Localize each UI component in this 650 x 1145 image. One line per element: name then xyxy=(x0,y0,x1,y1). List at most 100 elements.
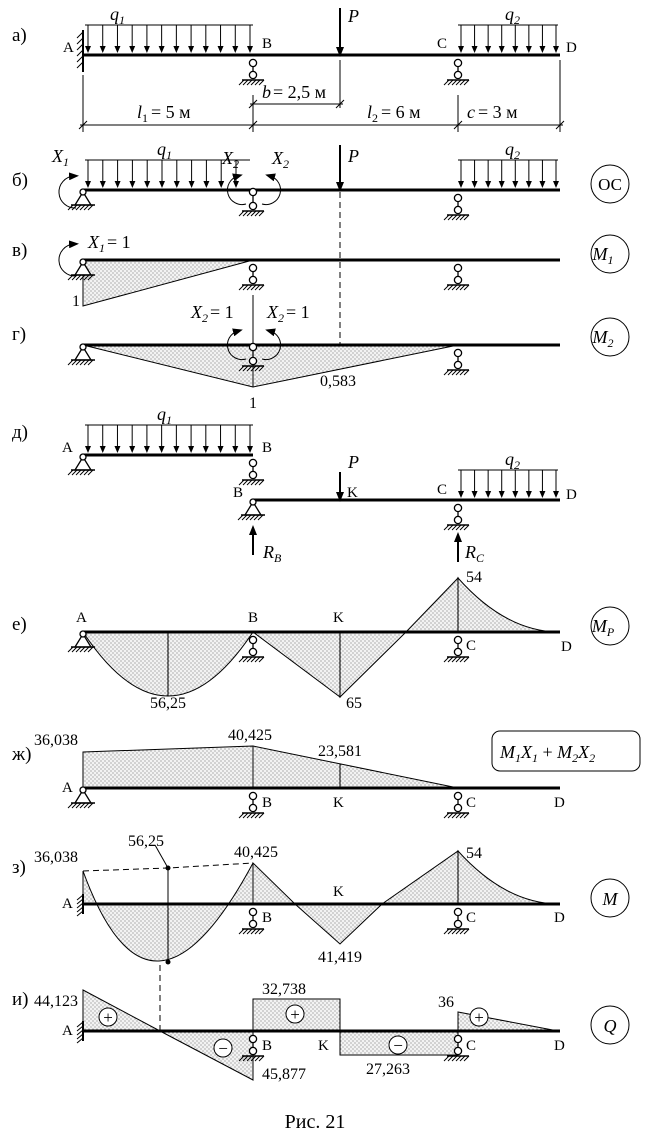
label-q2-b: q2 xyxy=(505,139,520,162)
value-zh-a: 36,038 xyxy=(34,732,78,749)
badge-m-text: M xyxy=(602,889,619,909)
value-m-k: 41,419 xyxy=(318,949,362,966)
load-arrowhead xyxy=(159,181,165,188)
label-c-e: C xyxy=(466,638,476,654)
load-arrowhead xyxy=(217,46,224,53)
roller-support-c-b xyxy=(443,193,470,221)
label-d-zh: D xyxy=(554,795,565,811)
load-arrowhead xyxy=(525,491,532,498)
badge-mp-text: MP xyxy=(591,616,615,639)
load-arrowhead xyxy=(217,446,224,453)
panel-a: а) P q1 q2 A B C D xyxy=(12,4,577,132)
q-diagram-neg-b xyxy=(159,1030,254,1081)
hinge-support-b-g xyxy=(238,342,265,372)
badge-combo xyxy=(491,730,641,772)
load-arrowhead xyxy=(203,181,210,188)
value-q-c: 36 xyxy=(438,994,454,1011)
figure-caption: Рис. 21 xyxy=(285,1111,346,1133)
load-arrowhead xyxy=(144,181,151,188)
load-arrowhead xyxy=(114,181,121,188)
load-q1-a xyxy=(85,24,253,53)
label-c-i: C xyxy=(466,1038,476,1054)
load-arrowhead xyxy=(232,46,239,53)
label-d-a: D xyxy=(566,40,577,56)
moment-x2-right-b xyxy=(261,173,282,206)
badge-m2 xyxy=(590,317,630,357)
mp-diagram-cd xyxy=(457,576,559,633)
label-p-d: P xyxy=(347,452,359,472)
load-q1-d xyxy=(85,424,253,453)
load-arrowhead xyxy=(553,491,559,498)
load-arrowhead xyxy=(158,46,165,53)
label-x1-b: X1 xyxy=(51,146,69,169)
roller-support-b-a xyxy=(238,58,265,86)
combo-diagram xyxy=(82,745,459,789)
label-c-a: C xyxy=(437,36,447,52)
panel-z: з) 36,038 56,25 40,425 41,419 54 A B K C… xyxy=(12,833,630,966)
panel-v: в) X1= 1 1 M1 xyxy=(12,232,630,310)
load-arrowhead xyxy=(471,46,478,53)
label-x2-eq-right: X2= 1 xyxy=(266,302,310,325)
roller-support-b-zh xyxy=(238,791,265,819)
load-arrowhead xyxy=(512,491,519,498)
dim-l1: l1= 5 м xyxy=(137,102,191,125)
label-b-d: B xyxy=(262,440,272,456)
load-arrowhead xyxy=(458,181,464,188)
m-diagram-b-zero xyxy=(252,861,297,905)
label-d-e: D xyxy=(561,639,572,655)
load-arrowhead xyxy=(188,181,195,188)
sign-plus-a: + xyxy=(98,1007,118,1027)
load-arrowhead xyxy=(512,46,519,53)
panel-d: д) q1 A B P q2 B K C D RB RC xyxy=(12,404,577,565)
load-arrowhead xyxy=(498,181,505,188)
label-p-a: P xyxy=(347,6,359,26)
value-zh-k: 23,581 xyxy=(318,743,362,760)
wall-hatch-a xyxy=(76,31,84,69)
load-arrowhead xyxy=(233,181,239,188)
value-m2-one: 1 xyxy=(249,395,257,412)
label-b-i: B xyxy=(262,1038,272,1054)
label-x2-left-b: X2 xyxy=(221,148,239,171)
load-arrowhead xyxy=(458,46,464,53)
label-k-z: K xyxy=(333,884,344,900)
load-arrowhead xyxy=(553,181,559,188)
label-k-d: K xyxy=(347,485,358,501)
panel-label-i: и) xyxy=(12,989,29,1010)
load-arrowhead xyxy=(158,446,165,453)
load-arrowhead xyxy=(99,181,106,188)
badge-m2-text: M2 xyxy=(592,327,614,350)
m-point-bottom xyxy=(165,959,171,965)
panel-i: и) 44,123 45,877 32,738 27,263 36 + − + … xyxy=(12,981,630,1083)
badge-m1 xyxy=(590,234,630,274)
load-arrowhead xyxy=(458,491,464,498)
pin-support-a-v xyxy=(67,258,95,281)
svg-text:−: − xyxy=(218,1039,228,1058)
load-q1-b xyxy=(85,159,250,188)
value-q-a: 44,123 xyxy=(34,993,78,1010)
load-arrowhead xyxy=(525,181,532,188)
value-m-mid: 56,25 xyxy=(128,833,164,850)
label-b-e: B xyxy=(248,610,258,626)
hinge-support-b-b xyxy=(238,187,265,217)
load-arrowhead xyxy=(188,446,195,453)
m1-diagram xyxy=(82,259,254,307)
sign-minus-kc: − xyxy=(388,1035,408,1055)
label-b-z: B xyxy=(262,910,272,926)
load-arrowhead xyxy=(129,46,136,53)
load-arrowhead xyxy=(485,46,492,53)
load-q2-b xyxy=(458,159,559,188)
value-m-a: 36,038 xyxy=(34,849,78,866)
mp-diagram-zero-c xyxy=(404,576,459,633)
label-x2-eq-left: X2= 1 xyxy=(190,302,234,325)
label-a-z: A xyxy=(62,896,73,912)
label-b-zh: B xyxy=(262,795,272,811)
moment-x2-left-b xyxy=(226,173,247,206)
value-q-kc: 27,263 xyxy=(366,1061,410,1078)
label-b-a: B xyxy=(262,36,272,52)
label-a-i: A xyxy=(62,1023,73,1039)
dim-l2: l2= 6 м xyxy=(367,102,421,125)
sign-minus-b: − xyxy=(213,1038,233,1058)
panel-zh: ж) 36,038 40,425 23,581 A B K C D M1X1 +… xyxy=(11,727,641,819)
load-arrowhead xyxy=(553,46,559,53)
